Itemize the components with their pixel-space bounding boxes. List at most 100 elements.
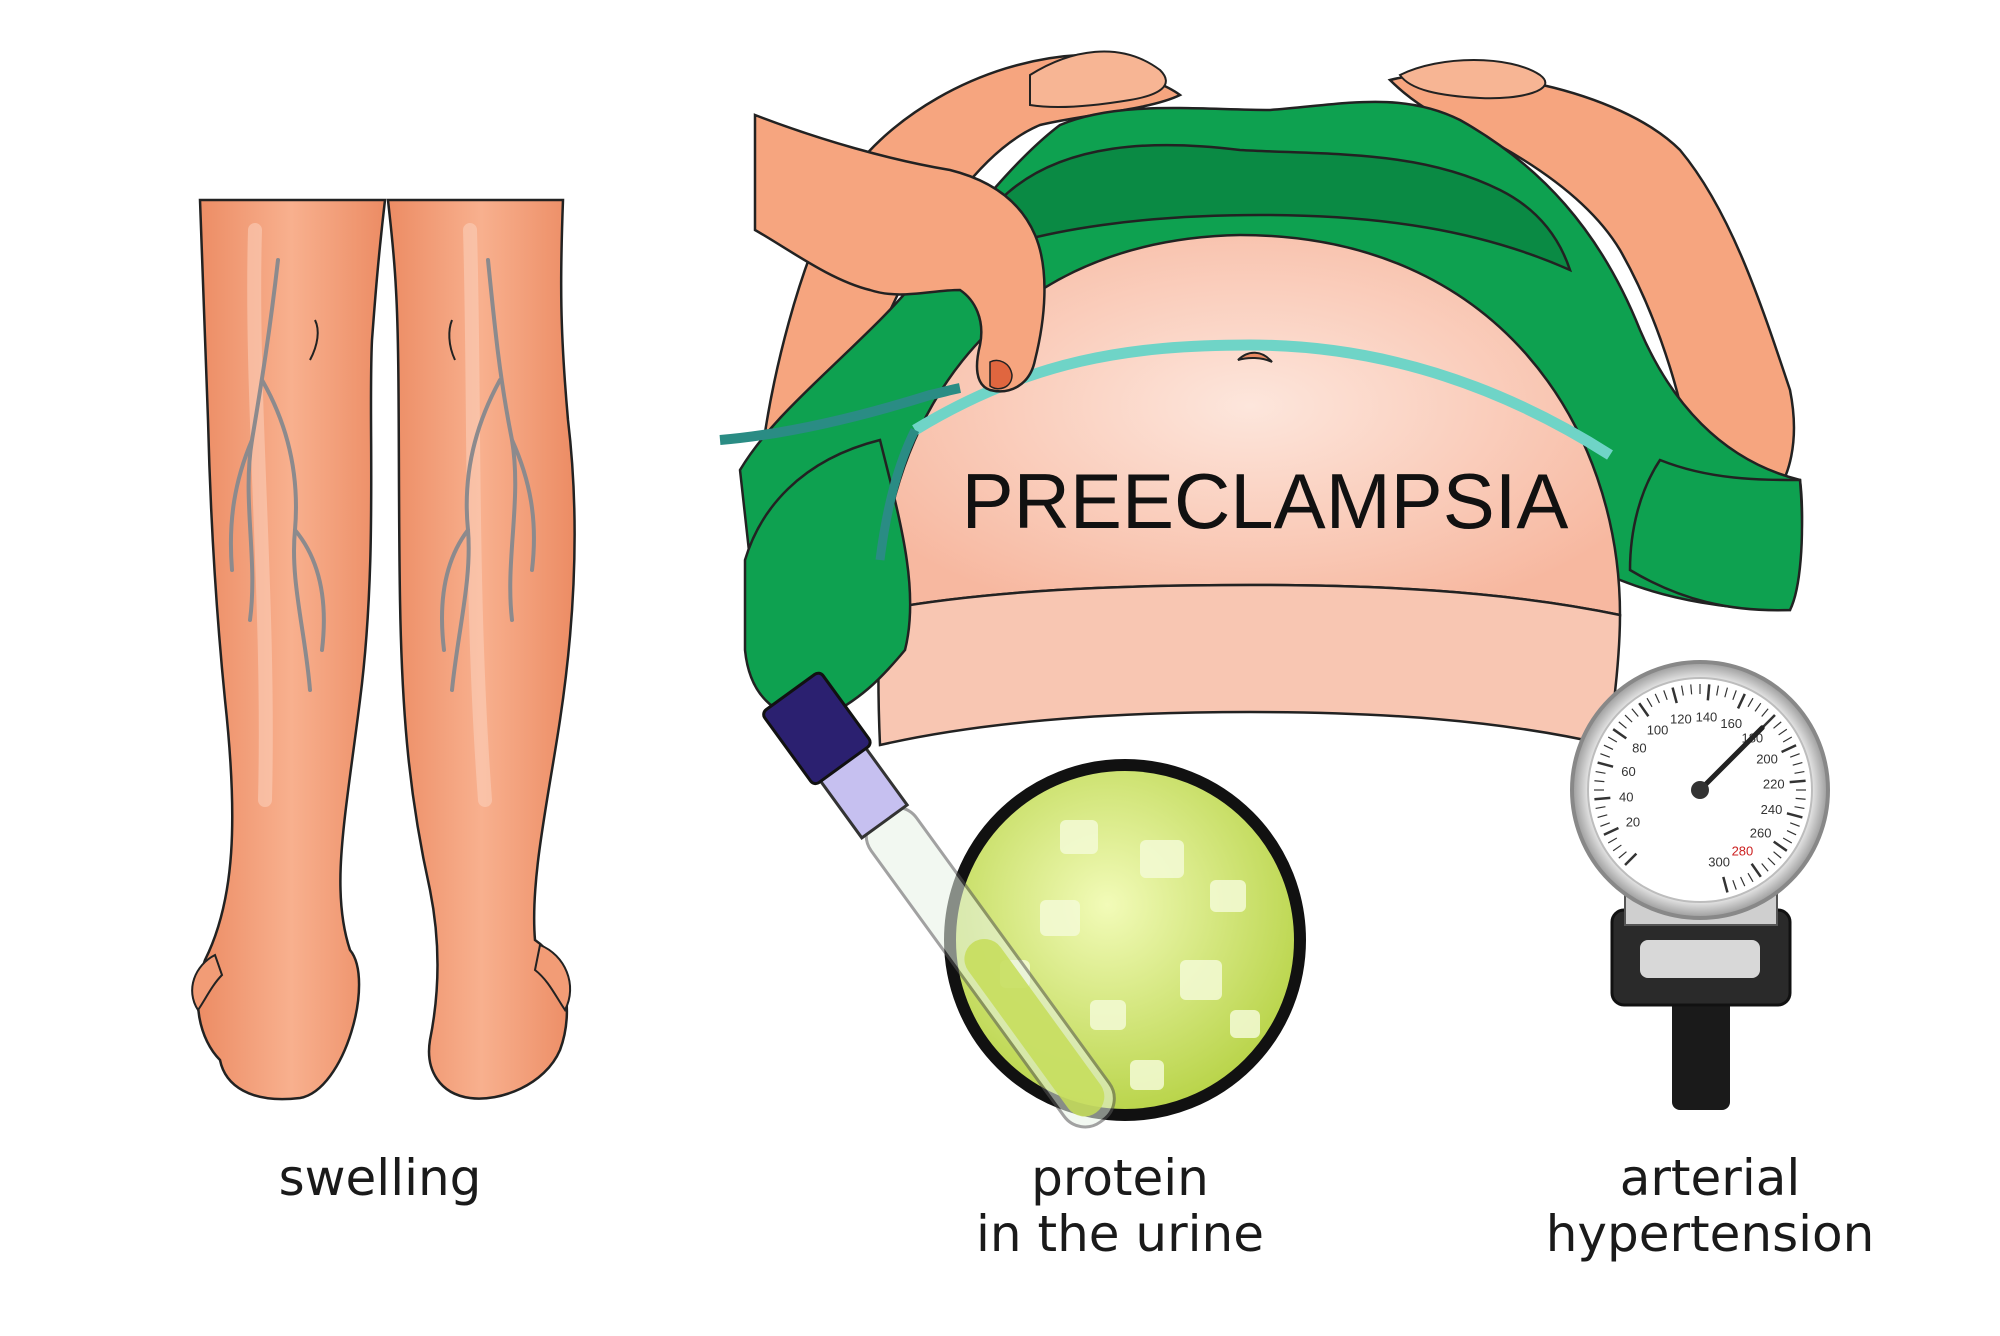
gauge-tick-marks <box>1594 684 1806 893</box>
gauge-tick <box>1646 697 1653 708</box>
measuring-tape-left-side <box>875 427 920 561</box>
gauge-label: 80 <box>1632 741 1646 756</box>
gauge-label: 160 <box>1720 716 1742 731</box>
gauge-tick <box>1790 822 1800 827</box>
gauge-tick <box>1767 857 1776 866</box>
gauge-tick <box>1761 863 1769 872</box>
gauge-tick <box>1747 872 1754 883</box>
gauge-tick <box>1724 687 1729 698</box>
gauge-tick <box>1618 851 1627 859</box>
gauge-tick <box>1594 780 1605 783</box>
gauge-tick <box>1612 844 1622 852</box>
gauge-tick <box>1773 721 1782 729</box>
gauge-tick <box>1654 693 1660 704</box>
gauge-tick <box>1631 708 1639 717</box>
diagram-title: PREECLAMPSIA <box>962 457 1569 545</box>
right-hand-top <box>1398 59 1547 100</box>
gauge-tick <box>1595 771 1606 774</box>
right-calf-crease <box>448 319 456 361</box>
gauge-label: 120 <box>1670 712 1692 727</box>
garment-top-fold <box>988 143 1573 273</box>
gauge-tick <box>1716 685 1719 696</box>
caption-protein-line2: in the urine <box>975 1205 1264 1263</box>
gauge-tick <box>1681 685 1684 696</box>
gauge-tick <box>1747 697 1754 708</box>
gauge-tick <box>1781 744 1797 754</box>
gauge-tick <box>1595 806 1606 809</box>
caption-swelling-text: swelling <box>278 1149 482 1207</box>
gauge-tick <box>1671 687 1678 704</box>
gauge-tick <box>1773 851 1782 859</box>
gauge-label: 140 <box>1696 709 1718 724</box>
caption-swelling: swelling <box>200 1150 560 1206</box>
gauge-pivot <box>1691 781 1709 799</box>
gauge-tick <box>1762 714 1776 728</box>
gauge-tick <box>1603 826 1619 836</box>
gauge-label: 40 <box>1619 789 1633 804</box>
gauge-tick <box>1782 837 1793 844</box>
gauge-tick <box>1597 814 1608 819</box>
gauge-label: 240 <box>1761 802 1783 817</box>
gauge-tick <box>1794 771 1805 774</box>
gauge-tick <box>1600 753 1610 758</box>
gauge-tick <box>1750 863 1762 878</box>
gauge-label: 280 <box>1732 844 1754 859</box>
blood-pressure-gauge: 2040608010012014016018020022024026028030… <box>1570 660 1830 1110</box>
gauge-tick <box>1597 761 1614 768</box>
gauge-tick <box>1706 684 1711 701</box>
tape-holding-hand <box>753 113 1046 393</box>
lower-belly <box>877 583 1622 747</box>
gauge-tick <box>1786 812 1803 819</box>
gauge-tick <box>1778 728 1788 736</box>
fingernail <box>989 359 1013 390</box>
gauge-tick <box>1792 761 1803 766</box>
gauge-label: 20 <box>1626 814 1640 829</box>
gauge-tick <box>1638 702 1650 717</box>
gauge-needle <box>1697 725 1765 793</box>
gauge-base-shine <box>1640 940 1760 978</box>
gauge-tick <box>1594 796 1611 801</box>
caption-arterial-hypertension: arterial hypertension <box>1500 1150 1920 1262</box>
gauge-label: 60 <box>1621 764 1635 779</box>
left-hand-top <box>1029 50 1167 109</box>
gauge-tick <box>1732 690 1737 700</box>
caption-protein-line1: protein <box>1031 1149 1209 1207</box>
gauge-tick <box>1790 753 1800 758</box>
swollen-legs <box>191 198 576 1101</box>
test-tube <box>762 671 1116 1129</box>
gauge-tick <box>1736 693 1746 709</box>
gauge-tick <box>1794 806 1805 809</box>
caption-hypertension-line2: hypertension <box>1545 1205 1875 1263</box>
leg-veins <box>228 258 536 692</box>
gauge-label: 300 <box>1708 854 1730 869</box>
gauge-tick <box>1761 708 1769 717</box>
gauge-tube <box>1672 990 1730 1110</box>
gauge-tick <box>1624 714 1633 723</box>
left-leg <box>196 198 387 1101</box>
gauge-label: 260 <box>1750 825 1772 840</box>
gauge-tick <box>1690 684 1693 695</box>
gauge-tick <box>1773 840 1788 852</box>
gauge-tick <box>1612 728 1627 740</box>
gauge-tick <box>1754 702 1762 712</box>
navel <box>1237 351 1273 363</box>
measuring-tape-back <box>719 383 962 445</box>
left-calf-crease <box>309 319 319 361</box>
left-leg-highlight <box>247 223 273 807</box>
right-leg-highlight <box>463 223 492 807</box>
gauge-tick <box>1603 744 1614 750</box>
gauge-tick <box>1786 830 1797 836</box>
gauge-label: 200 <box>1756 752 1778 767</box>
gauge-tick <box>1618 721 1627 729</box>
gauge-tick <box>1740 876 1746 887</box>
pregnant-belly-scene <box>719 50 1804 747</box>
right-heel <box>533 943 572 1012</box>
left-heel <box>191 953 224 1012</box>
gauge-tick <box>1795 797 1806 800</box>
test-tube-cap <box>762 671 872 786</box>
gauge-tick <box>1624 852 1638 866</box>
gauge-tick <box>1789 779 1806 784</box>
gauge-tick <box>1600 822 1610 827</box>
